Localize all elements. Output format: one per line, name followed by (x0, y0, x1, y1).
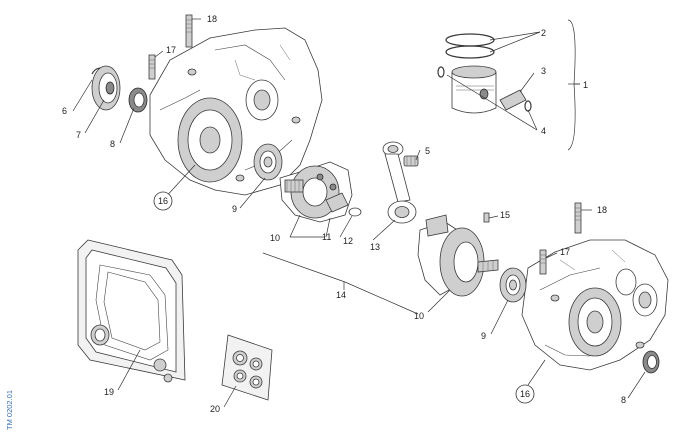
left-crankcase-half (148, 14, 323, 196)
right-main-bearing (499, 267, 527, 303)
callout-5: 5 (425, 146, 430, 156)
gasket-set (77, 239, 186, 383)
left-main-bearing (253, 143, 283, 181)
callout-18-left: 18 (207, 14, 217, 24)
callout-4: 4 (541, 126, 546, 136)
callout-6: 6 (62, 106, 67, 116)
callout-17-right: 17 (560, 247, 570, 257)
connecting-rod (382, 141, 417, 224)
callout-labels: 18 17 6 7 8 9 16 2 3 1 4 5 10 11 12 13 1… (62, 14, 626, 414)
crankshaft-right-web (417, 214, 499, 297)
callout-8-right: 8 (621, 395, 626, 405)
callout-2: 2 (541, 28, 546, 38)
callout-11: 11 (322, 232, 331, 242)
callout-15: 15 (500, 210, 510, 220)
callout-17-left: 17 (166, 45, 176, 55)
callout-9-right: 9 (481, 331, 486, 341)
callout-13: 13 (370, 242, 380, 252)
crank-pin-and-washer (325, 192, 362, 217)
drawing-code: TM 0202.01 (5, 390, 14, 430)
callout-16-left-circle (153, 191, 173, 211)
callout-1: 1 (583, 80, 588, 90)
left-shaft-seal (128, 87, 148, 113)
callout-8-left: 8 (110, 139, 115, 149)
callout-16-left: 16 (158, 196, 168, 206)
callout-3: 3 (541, 66, 546, 76)
callout-16-right-circle (515, 384, 535, 404)
small-screw (483, 212, 490, 223)
right-crankcase-half (521, 202, 669, 371)
callout-10-right: 10 (414, 311, 424, 321)
callout-7: 7 (76, 130, 81, 140)
callout-14: 14 (336, 290, 346, 300)
small-end-bearing (403, 155, 419, 167)
callout-9-left: 9 (232, 204, 237, 214)
callout-20: 20 (210, 404, 220, 414)
callout-10-left: 10 (270, 233, 280, 243)
piston-assembly (437, 33, 532, 114)
right-shaft-seal (642, 350, 660, 374)
callout-18-right: 18 (597, 205, 607, 215)
callout-16-right: 16 (520, 389, 530, 399)
gear-and-circlip (91, 65, 121, 111)
callout-19: 19 (104, 387, 114, 397)
seal-kit (221, 334, 273, 401)
callout-12: 12 (343, 236, 353, 246)
